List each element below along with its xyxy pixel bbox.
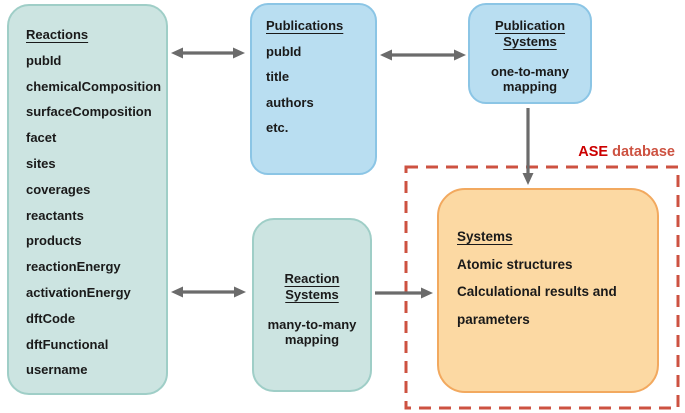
publications-title: Publications	[266, 18, 344, 33]
systems-line: Atomic structures	[457, 256, 573, 272]
publication-systems-mapping: one-to-many mapping	[470, 64, 590, 94]
reactions-field: reactants	[26, 207, 84, 223]
arrow-publications-publication-systems	[380, 49, 466, 61]
reactions-table-box: Reactions pubId chemicalComposition surf…	[7, 4, 168, 395]
publication-systems-title-line2: Systems	[503, 33, 557, 49]
reactions-field: reactionEnergy	[26, 259, 121, 275]
reaction-systems-title-line2: Systems	[285, 286, 339, 302]
reactions-field: facet	[26, 130, 57, 146]
publication-systems-box: Publication Systems one-to-many mapping	[468, 3, 592, 104]
arrow-reactions-publications	[171, 47, 245, 59]
mapping-line: one-to-many	[491, 64, 569, 79]
reactions-title: Reactions	[26, 27, 89, 42]
reactions-field: products	[26, 233, 82, 249]
systems-table-box: Systems Atomic structures Calculational …	[437, 188, 659, 393]
publication-systems-title-line1: Publication	[494, 18, 566, 33]
systems-line: Calculational results and	[457, 284, 617, 299]
arrow-reactions-reaction-systems	[171, 286, 246, 298]
arrow-reaction-systems-to-systems	[375, 287, 433, 299]
mapping-line: mapping	[502, 79, 558, 94]
reactions-field: username	[26, 362, 88, 378]
reactions-field: sites	[26, 155, 56, 171]
reaction-systems-mapping: many-to-many mapping	[254, 317, 370, 347]
ase-label-prefix: ASE	[578, 144, 609, 160]
reaction-systems-title-line1: Reaction	[284, 271, 340, 286]
systems-line: parameters	[457, 311, 530, 327]
reactions-field: coverages	[26, 181, 91, 197]
reactions-field: activationEnergy	[26, 284, 131, 300]
publications-table-box: Publications pubId title authors etc.	[250, 3, 377, 175]
publications-field: etc.	[266, 120, 289, 135]
reactions-field: chemicalComposition	[26, 78, 162, 94]
systems-title: Systems	[457, 229, 513, 244]
arrow-publication-systems-to-systems	[522, 108, 534, 185]
reaction-systems-box: Reaction Systems many-to-many mapping	[252, 218, 372, 392]
reactions-field: pubId	[26, 52, 62, 68]
reactions-field: dftCode	[26, 310, 76, 326]
mapping-line: many-to-many	[267, 317, 357, 332]
ase-label-suffix: database	[612, 144, 675, 160]
publications-field: title	[266, 69, 290, 84]
reactions-field: surfaceComposition	[26, 104, 152, 120]
mapping-line: mapping	[284, 332, 340, 347]
ase-database-label: ASE database	[545, 144, 675, 160]
publications-field: pubId	[266, 43, 302, 59]
reactions-field: dftFunctional	[26, 336, 109, 352]
publications-field: authors	[266, 94, 314, 110]
